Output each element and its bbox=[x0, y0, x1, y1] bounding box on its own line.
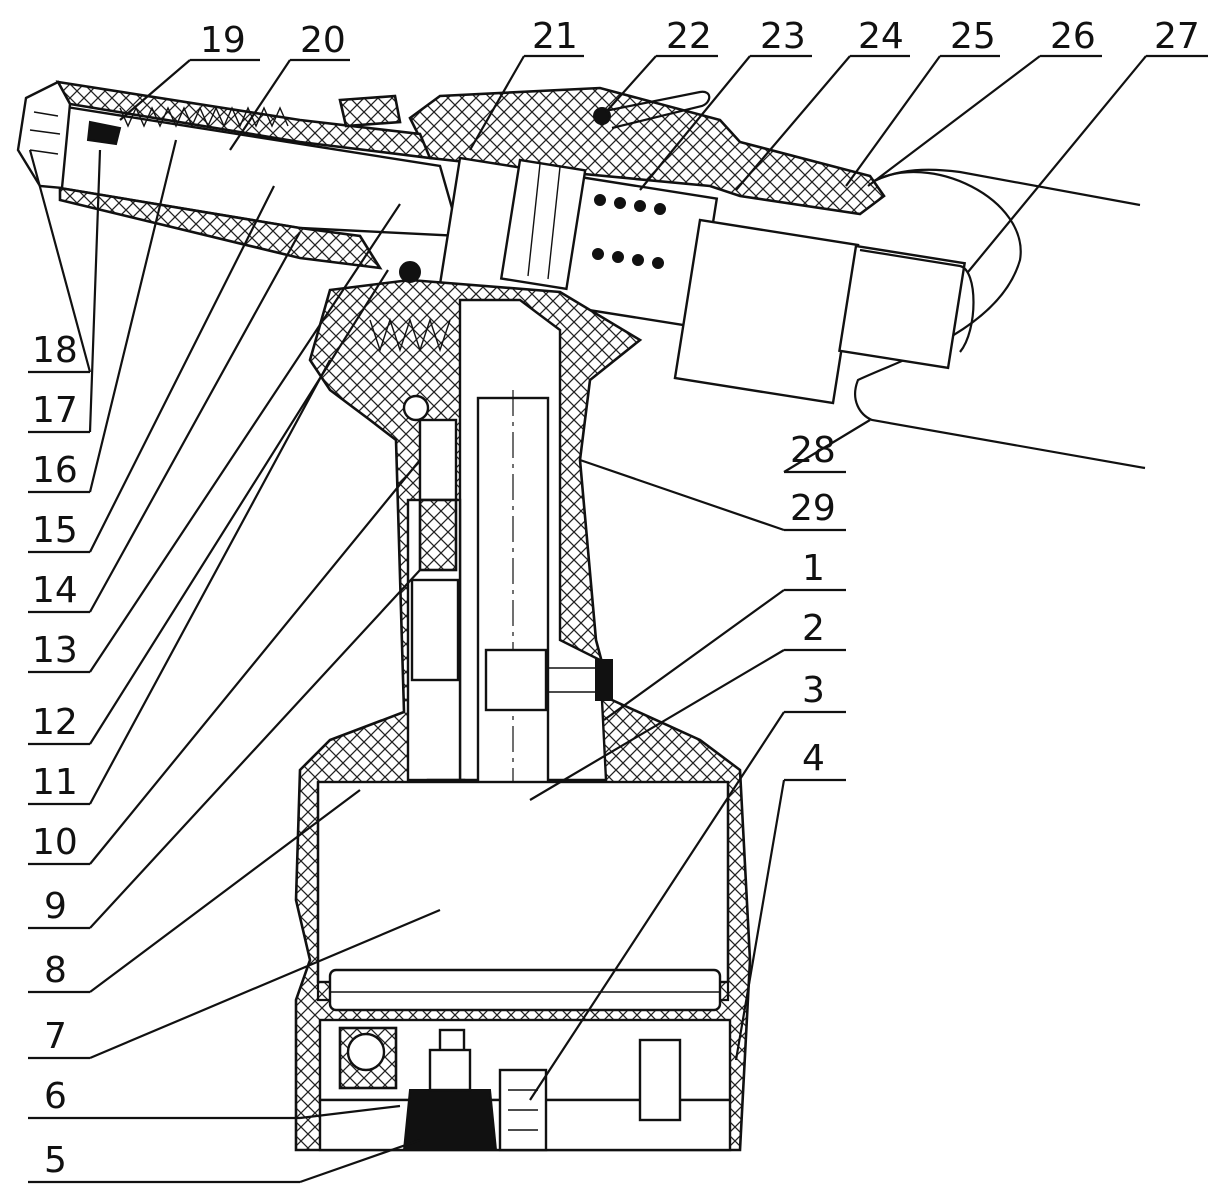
label-13: 13 bbox=[32, 630, 78, 671]
label-21: 21 bbox=[532, 16, 578, 57]
label-10: 10 bbox=[32, 822, 78, 863]
barrel-lower-shell bbox=[58, 186, 383, 270]
trigger-handle bbox=[599, 90, 711, 130]
label-27: 27 bbox=[1154, 16, 1200, 57]
rod-collar bbox=[484, 648, 548, 712]
label-3: 3 bbox=[802, 670, 825, 711]
foot-stem bbox=[428, 1048, 472, 1092]
trigger-spring bbox=[369, 317, 451, 353]
rear-valve-body bbox=[673, 218, 860, 405]
label-8: 8 bbox=[44, 950, 67, 991]
label-15: 15 bbox=[32, 510, 78, 551]
base-post bbox=[638, 1038, 682, 1122]
base-plug bbox=[498, 1068, 548, 1152]
label-28: 28 bbox=[790, 430, 836, 471]
label-7: 7 bbox=[44, 1016, 67, 1057]
label-22: 22 bbox=[666, 16, 712, 57]
leader-lines bbox=[28, 54, 1208, 1184]
label-14: 14 bbox=[32, 570, 78, 611]
label-6: 6 bbox=[44, 1076, 67, 1117]
label-5: 5 bbox=[44, 1140, 67, 1181]
side-cylinder-valve bbox=[410, 578, 460, 682]
part-labels: 19 20 21 22 23 24 25 26 27 18 17 16 15 1… bbox=[32, 16, 1200, 1181]
side-cylinder-spring bbox=[418, 498, 458, 572]
air-chamber bbox=[316, 780, 730, 984]
label-16: 16 bbox=[32, 450, 78, 491]
label-23: 23 bbox=[760, 16, 806, 57]
label-17: 17 bbox=[32, 390, 78, 431]
label-11: 11 bbox=[32, 762, 78, 803]
end-cap bbox=[838, 244, 967, 370]
side-cylinder-top bbox=[418, 418, 458, 502]
hose-outline-lower bbox=[854, 171, 1146, 470]
label-12: 12 bbox=[32, 702, 78, 743]
label-20: 20 bbox=[300, 20, 346, 61]
label-29: 29 bbox=[790, 488, 836, 529]
hose-outline bbox=[871, 168, 1141, 207]
label-25: 25 bbox=[950, 16, 996, 57]
label-26: 26 bbox=[1050, 16, 1096, 57]
label-1: 1 bbox=[802, 548, 825, 589]
piston-disc bbox=[499, 158, 587, 291]
label-9: 9 bbox=[44, 886, 67, 927]
label-18: 18 bbox=[32, 330, 78, 371]
label-4: 4 bbox=[802, 738, 825, 779]
main-spring bbox=[592, 194, 666, 269]
label-24: 24 bbox=[858, 16, 904, 57]
label-2: 2 bbox=[802, 608, 825, 649]
main-piston bbox=[328, 968, 722, 1012]
label-19: 19 bbox=[200, 20, 246, 61]
tool-body bbox=[16, 80, 1146, 1152]
nose-piece bbox=[16, 80, 72, 190]
trigger-lever bbox=[338, 94, 402, 128]
nose-spring bbox=[119, 106, 289, 128]
